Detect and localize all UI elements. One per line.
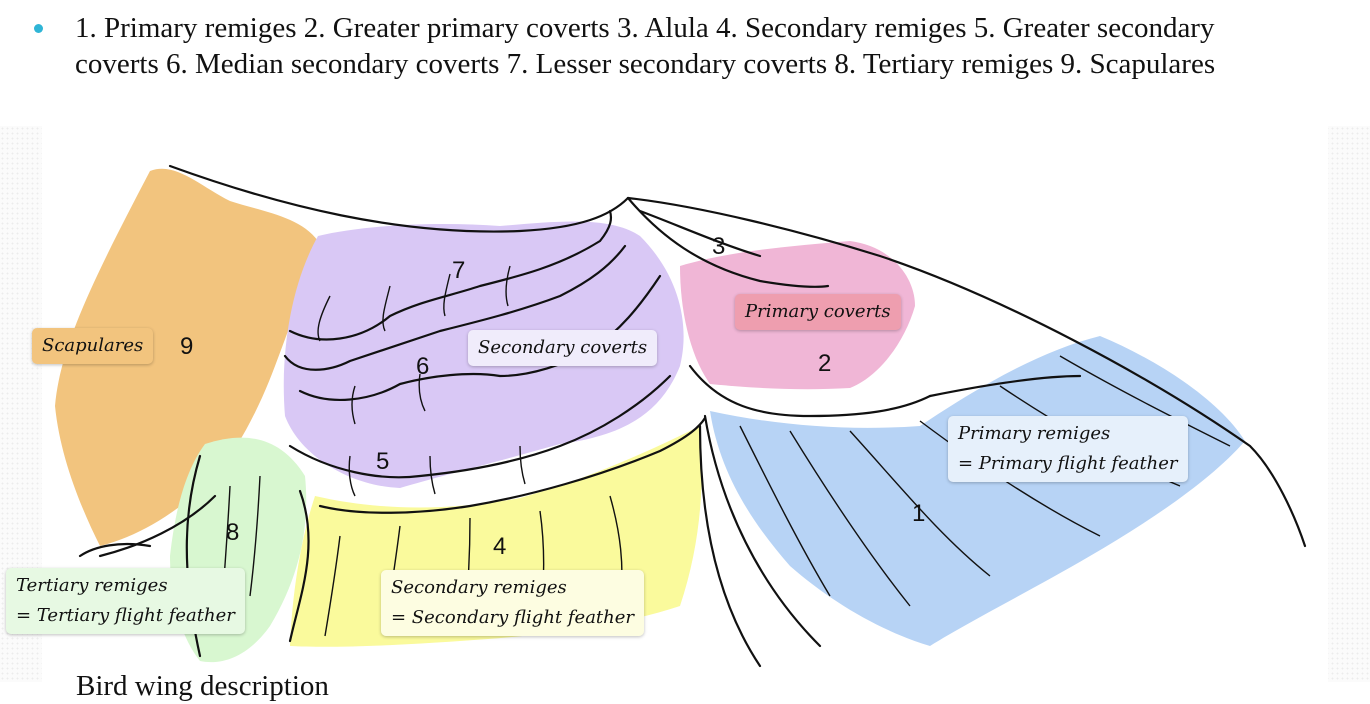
number-5: 5 <box>376 448 389 475</box>
label-primary-remiges-line2: = Primary flight feather <box>958 453 1178 474</box>
number-7: 7 <box>452 257 465 284</box>
number-6: 6 <box>416 353 429 380</box>
label-secondary-remiges: Secondary remiges = Secondary flight fea… <box>381 570 645 636</box>
label-secondary-coverts-text: Secondary coverts <box>478 337 648 358</box>
zone-scapulares <box>55 168 318 546</box>
label-primary-remiges: Primary remiges = Primary flight feather <box>948 416 1188 482</box>
label-scapulares: Scapulares <box>32 328 154 364</box>
number-9: 9 <box>180 333 193 360</box>
label-primary-coverts: Primary coverts <box>735 294 901 330</box>
label-tertiary-remiges-line2: = Tertiary flight feather <box>16 605 235 626</box>
label-primary-remiges-line1: Primary remiges <box>958 423 1111 444</box>
label-scapulares-text: Scapulares <box>42 335 144 356</box>
wing-outline <box>78 164 1307 668</box>
zone-primary-remiges <box>710 336 1245 646</box>
bullet-dot-icon <box>34 24 43 33</box>
wing-figure: 1 2 3 4 5 6 7 8 9 Scapulares Secondary c… <box>0 126 1370 682</box>
number-4: 4 <box>493 533 506 560</box>
number-8: 8 <box>226 519 239 546</box>
legend-text: 1. Primary remiges 2. Greater primary co… <box>75 12 1216 80</box>
number-1: 1 <box>912 500 925 527</box>
label-secondary-remiges-line1: Secondary remiges <box>391 577 567 598</box>
label-secondary-coverts: Secondary coverts <box>468 330 658 366</box>
footer-text: Bird wing description <box>76 670 329 702</box>
bullet-item: 1. Primary remiges 2. Greater primary co… <box>34 10 1354 82</box>
label-tertiary-remiges-line1: Tertiary remiges <box>16 575 168 596</box>
label-primary-coverts-text: Primary coverts <box>745 301 891 322</box>
number-3: 3 <box>712 233 725 260</box>
number-2: 2 <box>818 350 831 377</box>
label-secondary-remiges-line2: = Secondary flight feather <box>391 607 635 628</box>
label-tertiary-remiges: Tertiary remiges = Tertiary flight feath… <box>6 568 245 634</box>
